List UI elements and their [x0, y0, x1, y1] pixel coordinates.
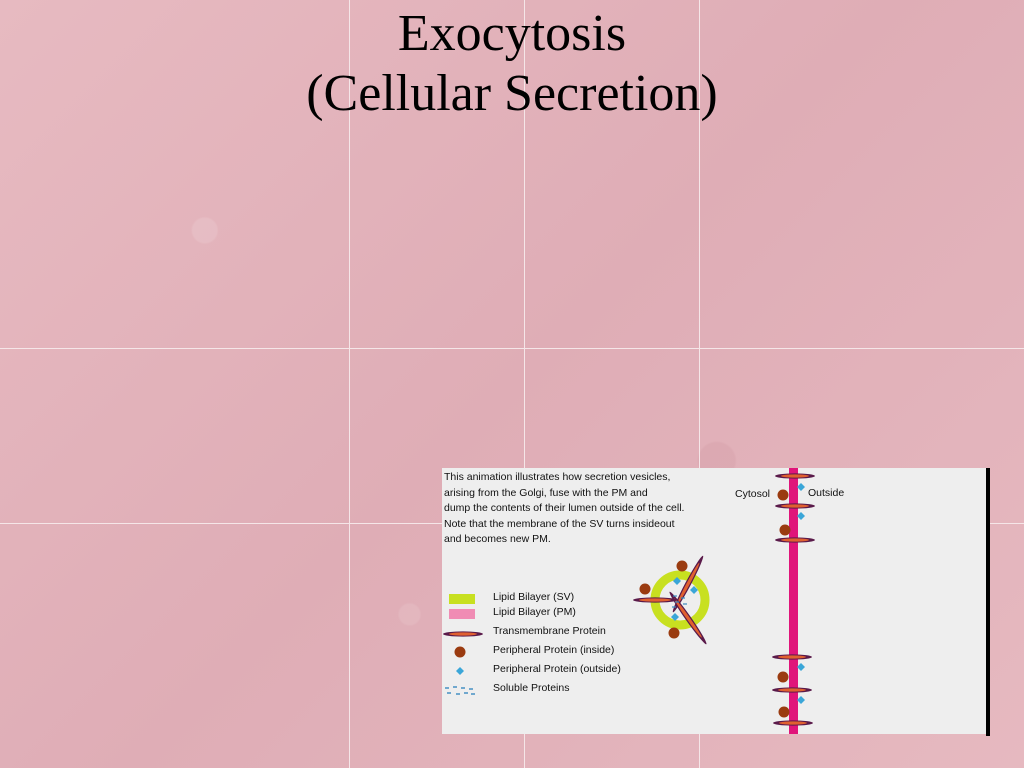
peripheral-outside-icon [456, 667, 464, 675]
title-line-1: Exocytosis [397, 5, 627, 62]
legend-item-peripheral-inside: Peripheral Protein (inside) [442, 644, 672, 660]
transmembrane-protein-icon [443, 631, 483, 637]
cytosol-label: Cytosol [735, 488, 771, 500]
legend-item-transmembrane: Transmembrane Protein [442, 625, 672, 641]
secretory-vesicle-diagram [633, 468, 815, 734]
plasma-membrane [789, 468, 798, 734]
legend-item-peripheral-outside: Peripheral Protein (outside) [442, 663, 672, 679]
sv-bilayer-swatch [449, 594, 475, 604]
pm-peripheral-inside [777, 489, 791, 718]
description-line: dump the contents of their lumen outside… [444, 502, 685, 514]
slide-title: Exocytosis (Cellular Secretion) [0, 4, 1024, 124]
panel-border [986, 468, 990, 736]
legend-label: Lipid Bilayer (PM) [493, 606, 576, 618]
pm-peripheral-outside [797, 483, 805, 704]
description-line: arising from the Golgi, fuse with the PM… [444, 486, 648, 499]
pm-bilayer-swatch [449, 609, 475, 619]
legend-item-pm-bilayer: Lipid Bilayer (PM) [442, 606, 672, 622]
exocytosis-animation-panel[interactable]: This animation illustrates how secretion… [442, 468, 990, 734]
description-line: Note that the membrane of the SV turns i… [444, 517, 675, 530]
tile-seam [349, 0, 350, 768]
tile-seam [0, 348, 1024, 349]
vesicle-peripheral-inside [639, 560, 688, 639]
tile-seam [524, 0, 525, 768]
vesicle-transmembrane-proteins [633, 555, 707, 645]
legend-label: Soluble Proteins [493, 682, 570, 694]
animation-description: This animation illustrates how secretion… [444, 470, 714, 548]
pm-transmembrane-proteins [772, 473, 815, 726]
title-line-2: (Cellular Secretion) [306, 65, 718, 122]
legend-label: Peripheral Protein (inside) [493, 644, 615, 656]
soluble-proteins-icon [445, 686, 475, 695]
legend-label: Peripheral Protein (outside) [493, 663, 621, 675]
description-line: and becomes new PM. [444, 533, 551, 545]
legend-label: Transmembrane Protein [493, 625, 606, 637]
tile-seam [699, 0, 700, 768]
vesicle-soluble-proteins [672, 595, 687, 608]
legend-item-soluble: Soluble Proteins [442, 682, 672, 698]
vesicle-peripheral-outside [671, 577, 698, 621]
peripheral-inside-icon [454, 646, 466, 658]
legend-item-sv-bilayer: Lipid Bilayer (SV) [442, 591, 672, 607]
outside-label: Outside [808, 487, 845, 499]
legend-label: Lipid Bilayer (SV) [493, 591, 575, 603]
description-line: This animation illustrates how secretion… [444, 471, 671, 483]
